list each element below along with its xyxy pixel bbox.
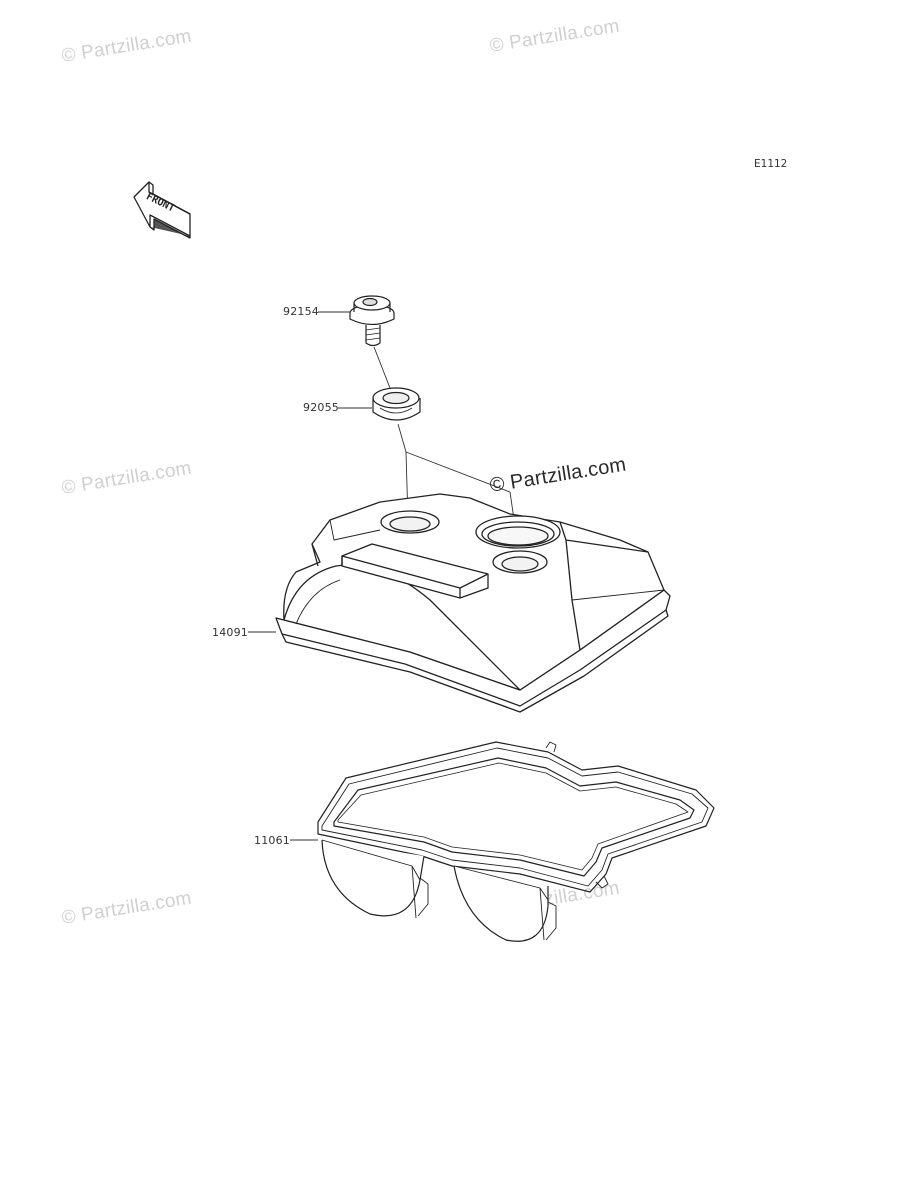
- washer-92055[interactable]: [372, 387, 421, 421]
- cylinder-head-cover-14091[interactable]: [275, 493, 671, 713]
- part-label-92055[interactable]: 92055: [303, 401, 339, 414]
- part-label-92154[interactable]: 92154: [283, 305, 319, 318]
- part-label-11061[interactable]: 11061: [254, 834, 290, 847]
- assembly-line: [373, 346, 391, 389]
- gasket-11061[interactable]: [317, 741, 715, 942]
- leader-lines: [248, 311, 372, 841]
- bolt-92154[interactable]: [349, 295, 395, 347]
- part-label-14091[interactable]: 14091: [212, 626, 248, 639]
- front-arrow-icon: FRONT: [133, 181, 191, 239]
- diagram-code: E1112: [754, 158, 788, 170]
